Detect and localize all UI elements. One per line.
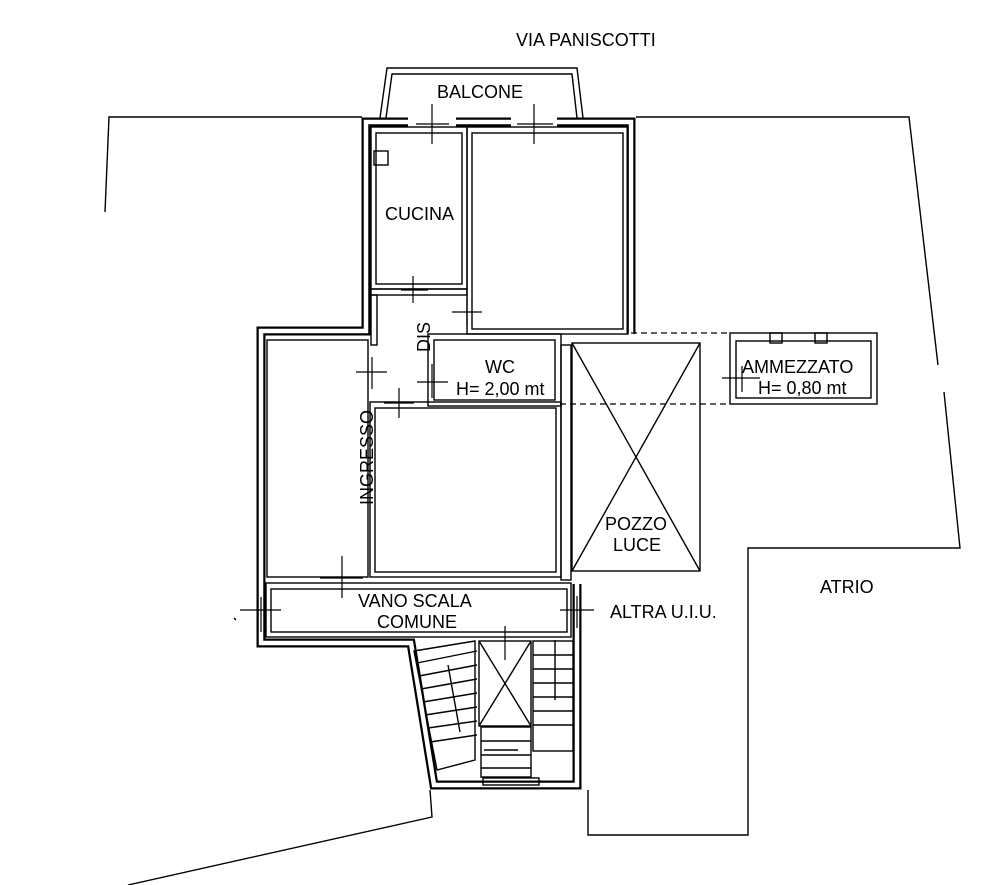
room-label-ammezzato: AMMEZZATO	[742, 357, 853, 377]
room-label-atrio: ATRIO	[820, 577, 874, 597]
room-label-cucina: CUCINA	[385, 204, 454, 224]
room-label-wc: WC	[485, 357, 515, 377]
door-markers	[240, 104, 760, 660]
staircase	[413, 640, 574, 786]
room-label-luce: LUCE	[613, 535, 661, 555]
perimeter-walls	[256, 117, 636, 790]
room-height-wc: H= 2,00 mt	[456, 379, 545, 399]
room-label-ingresso: INGRESSO	[357, 410, 377, 505]
room-label-comune: COMUNE	[377, 612, 457, 632]
room-label-vano-scala: VANO SCALA	[358, 591, 472, 611]
room-height-ammezzato: H= 0,80 mt	[758, 378, 847, 398]
light-well	[571, 342, 701, 572]
mezzanine	[560, 332, 878, 405]
interior-walls	[265, 126, 629, 638]
room-label-balcone: BALCONE	[437, 82, 523, 102]
room-label-dis: DIS	[414, 322, 434, 352]
room-label-pozzo: POZZO	[605, 514, 667, 534]
label-altra-uiu: ALTRA U.I.U.	[610, 602, 717, 622]
balcony-outline	[379, 67, 584, 119]
site-boundary	[104, 116, 961, 885]
street-label: VIA PANISCOTTI	[516, 30, 656, 50]
